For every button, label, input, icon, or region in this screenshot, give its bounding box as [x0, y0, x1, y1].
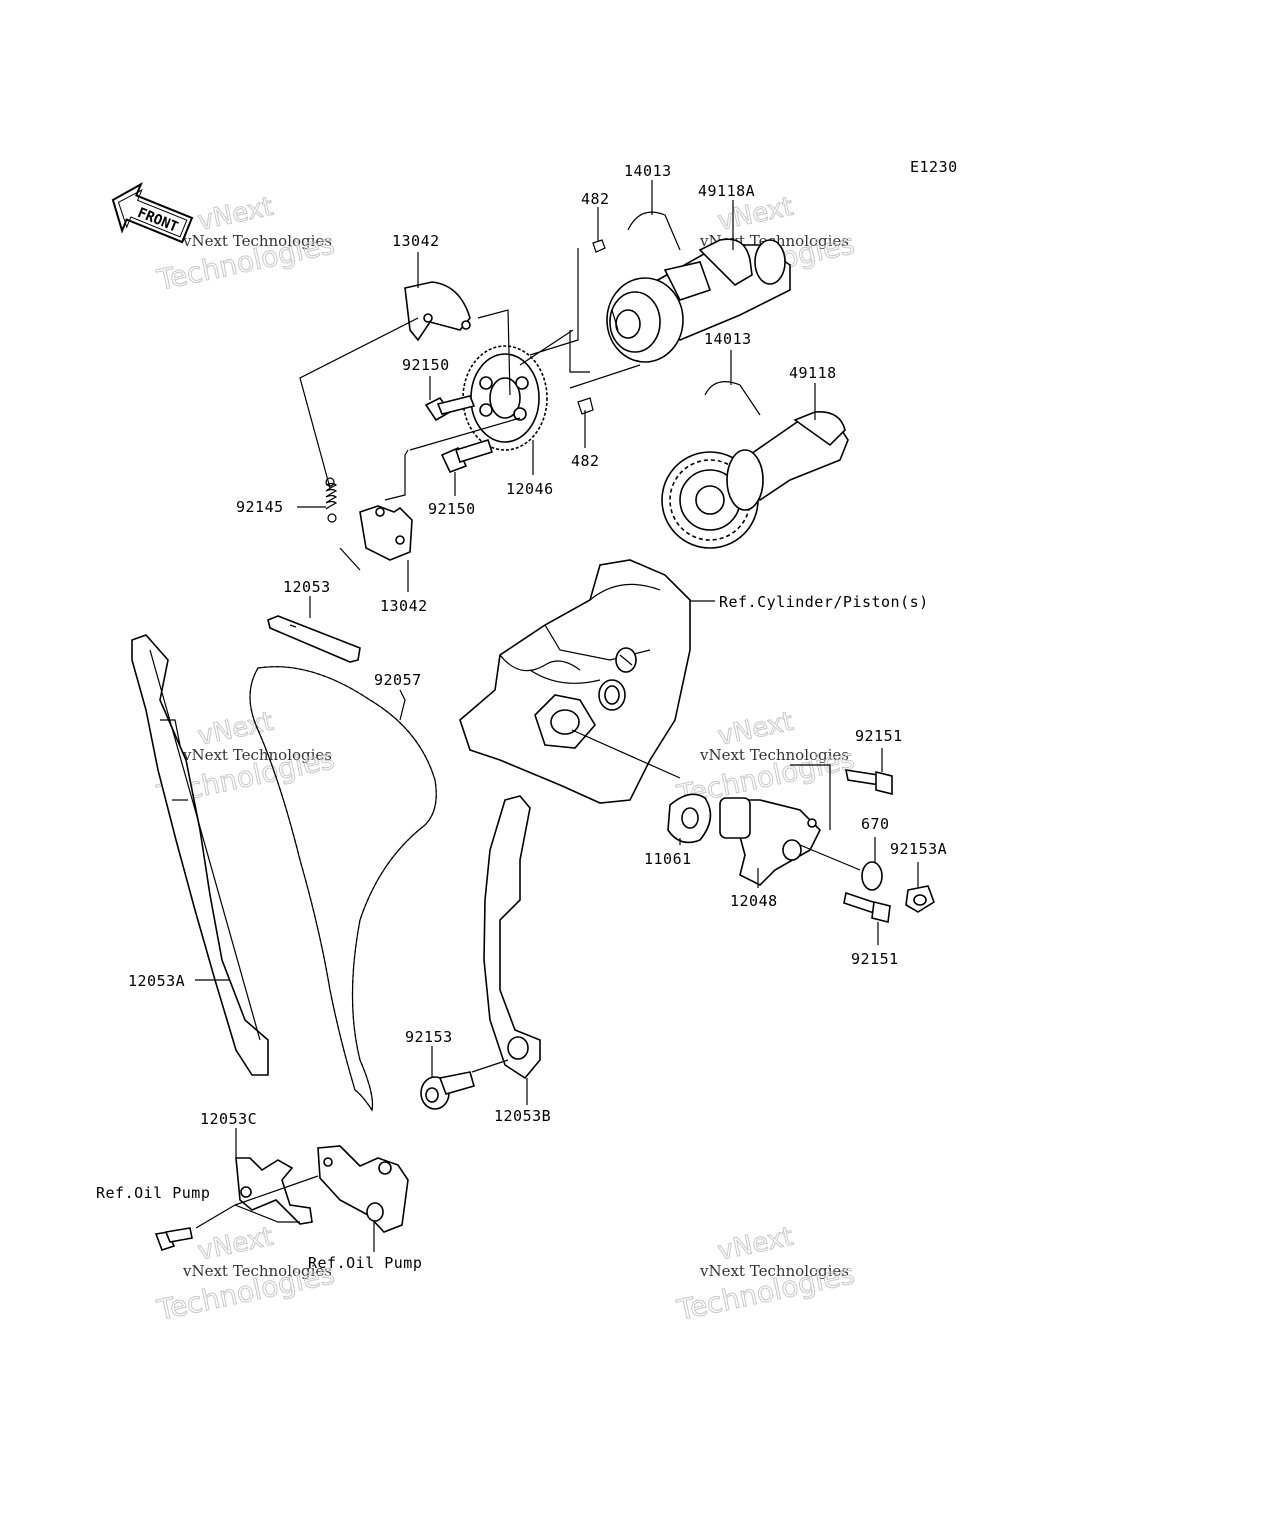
label-13042-bottom: 13042: [380, 597, 428, 615]
gasket-11061: [667, 793, 712, 844]
label-92151-top: 92151: [855, 727, 903, 745]
watermark-top-left: vNext vNext Technologies Technologies: [153, 191, 338, 297]
label-92153: 92153: [405, 1028, 453, 1046]
cap-bolt-92153A: [905, 885, 935, 913]
label-14013-top: 14013: [624, 162, 672, 180]
cam-chain-tensioner-12048: [719, 797, 821, 886]
chain-guide-12053A: [131, 634, 269, 1076]
chain-guide-12053: [267, 615, 361, 663]
label-92151-bottom: 92151: [851, 950, 899, 968]
label-49118A: 49118A: [698, 182, 755, 200]
circlip-482-bottom: [577, 397, 594, 415]
label-92150-bottom: 92150: [428, 500, 476, 518]
label-92150-top: 92150: [402, 356, 450, 374]
label-12053: 12053: [283, 578, 331, 596]
decompressor-weight-13042-bottom: [359, 505, 413, 561]
svg-text:vNext Technologies: vNext Technologies: [699, 1262, 849, 1280]
bolt-92153: [420, 1071, 475, 1110]
label-92153A: 92153A: [890, 840, 947, 858]
label-12048: 12048: [730, 892, 778, 910]
label-482-top: 482: [581, 190, 610, 208]
decompressor-weight-13042-top: [404, 281, 471, 342]
label-ref-oil-pump-left: Ref.Oil Pump: [96, 1184, 210, 1202]
o-ring-670: [861, 861, 883, 891]
label-ref-oil-pump-bottom: Ref.Oil Pump: [308, 1254, 422, 1272]
label-49118: 49118: [789, 364, 837, 382]
bolt-92150-bottom: [440, 439, 494, 474]
svg-text:vNext Technologies: vNext Technologies: [182, 746, 332, 764]
bolt-92151-top: [844, 769, 893, 796]
label-13042-top: 13042: [392, 232, 440, 250]
timing-chain-92057: [249, 666, 437, 1112]
cylinder-ref: [459, 559, 691, 804]
half-ring-14013-top: [627, 211, 681, 251]
label-482-bottom: 482: [571, 452, 600, 470]
watermark-bottom-right: vNext vNext Technologies Technologies: [673, 1221, 858, 1327]
svg-text:vNext: vNext: [715, 1222, 796, 1267]
label-12053A: 12053A: [128, 972, 185, 990]
label-14013-mid: 14013: [704, 330, 752, 348]
svg-text:vNext Technologies: vNext Technologies: [182, 1262, 332, 1280]
label-12046: 12046: [506, 480, 554, 498]
camshaft-exhaust-49118A: [606, 238, 791, 363]
circlip-482-top: [592, 239, 606, 253]
bolt-oil-pump-ref: [154, 1227, 193, 1252]
bolt-92151-bottom: [843, 891, 891, 923]
cam-sprocket-12046: [462, 345, 548, 451]
label-ref-cylinder: Ref.Cylinder/Piston(s): [719, 593, 929, 611]
front-arrow-icon: FRONT: [111, 182, 194, 244]
label-670: 670: [861, 815, 890, 833]
svg-text:vNext Technologies: vNext Technologies: [182, 232, 332, 250]
chain-tensioner-guide-12053B: [483, 795, 541, 1080]
camshaft-intake-49118: [661, 411, 849, 549]
diagram-code: E1230: [910, 158, 958, 176]
label-92057: 92057: [374, 671, 422, 689]
half-ring-14013-mid: [704, 381, 761, 416]
spring-92145: [325, 477, 338, 523]
leader-lines: [195, 180, 919, 1252]
bolt-92150-top: [424, 395, 476, 422]
label-11061: 11061: [644, 850, 692, 868]
svg-text:vNext: vNext: [195, 1222, 276, 1267]
label-12053B: 12053B: [494, 1107, 551, 1125]
oil-pump-ref: [317, 1145, 409, 1233]
svg-text:vNext: vNext: [195, 192, 276, 237]
svg-text:vNext Technologies: vNext Technologies: [699, 746, 849, 764]
label-92145: 92145: [236, 498, 284, 516]
label-12053C: 12053C: [200, 1110, 257, 1128]
